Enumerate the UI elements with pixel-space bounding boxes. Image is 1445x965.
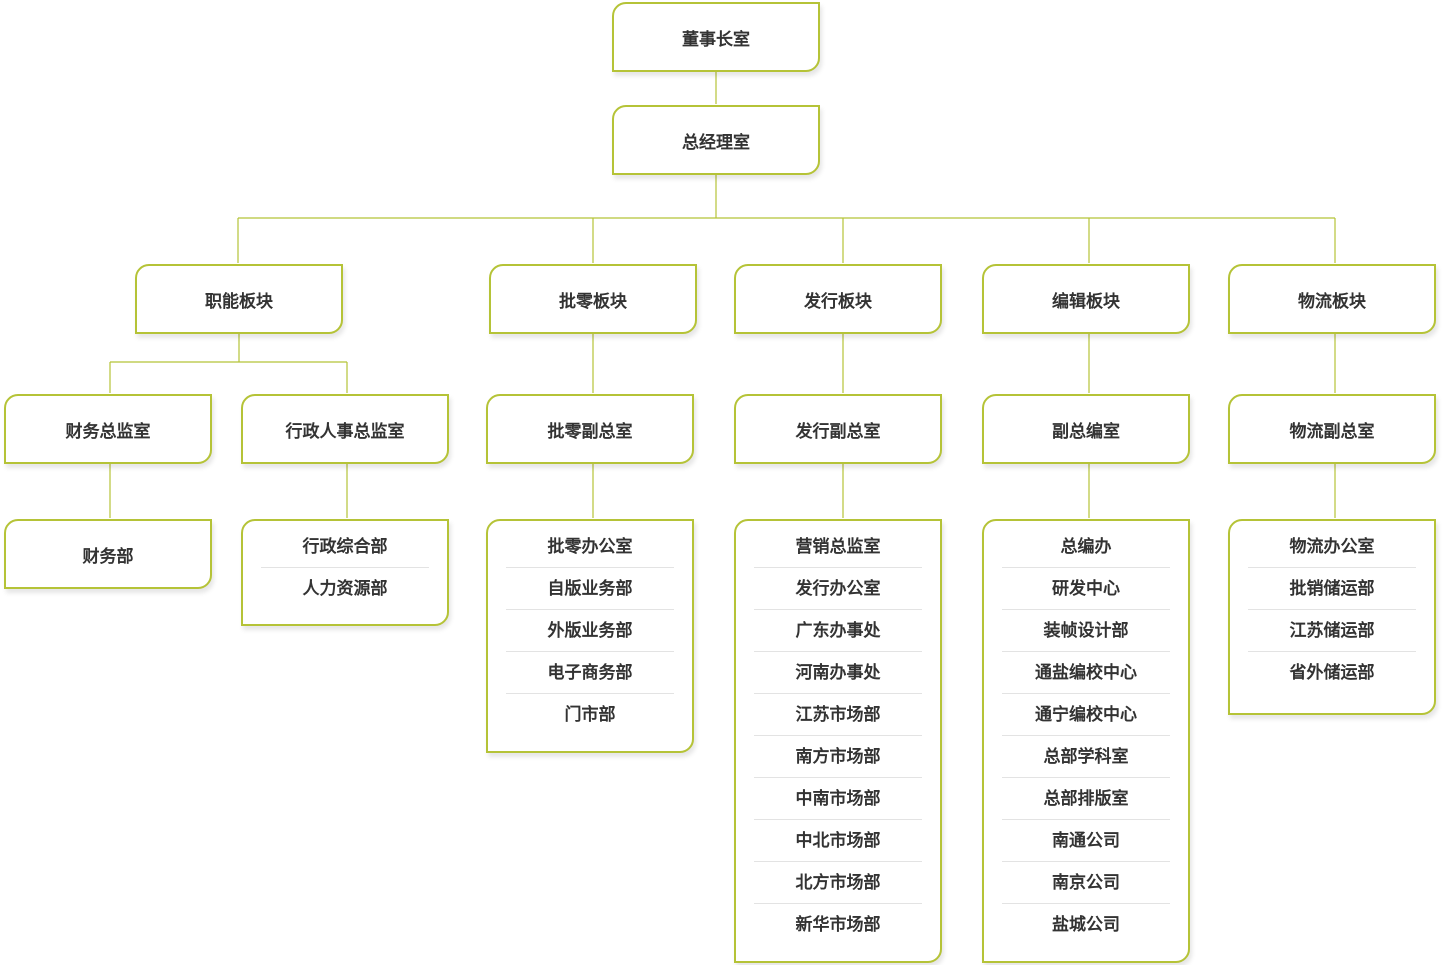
list-item: 江苏市场部 <box>754 694 922 736</box>
list-item: 研发中心 <box>1002 568 1170 610</box>
dept-list-logistics: 物流办公室 批销储运部 江苏储运部 省外储运部 <box>1228 519 1436 715</box>
list-item: 门市部 <box>564 705 616 725</box>
list-item: 省外储运部 <box>1289 663 1375 683</box>
list-item: 通盐编校中心 <box>1002 652 1170 694</box>
list-item: 南方市场部 <box>754 736 922 778</box>
list-item: 电子商务部 <box>506 652 674 694</box>
dept-finance: 财务部 <box>4 519 212 589</box>
list-item: 批销储运部 <box>1248 568 1416 610</box>
list-item: 总部学科室 <box>1002 736 1170 778</box>
node-chairman: 董事长室 <box>612 2 820 72</box>
list-item: 批零办公室 <box>506 526 674 568</box>
division-functional: 职能板块 <box>135 264 343 334</box>
division-logistics: 物流板块 <box>1228 264 1436 334</box>
list-item: 中北市场部 <box>754 820 922 862</box>
division-editorial: 编辑板块 <box>982 264 1190 334</box>
list-item: 外版业务部 <box>506 610 674 652</box>
node-general-manager: 总经理室 <box>612 105 820 175</box>
list-item: 中南市场部 <box>754 778 922 820</box>
dept-list-editorial: 总编办 研发中心 装帧设计部 通盐编校中心 通宁编校中心 总部学科室 总部排版室… <box>982 519 1190 963</box>
list-item: 南通公司 <box>1002 820 1170 862</box>
list-item: 装帧设计部 <box>1002 610 1170 652</box>
dept-list-admin-hr: 行政综合部 人力资源部 <box>241 519 449 626</box>
list-item: 自版业务部 <box>506 568 674 610</box>
list-item: 行政综合部 <box>261 526 429 568</box>
dept-list-distribution: 营销总监室 发行办公室 广东办事处 河南办事处 江苏市场部 南方市场部 中南市场… <box>734 519 942 963</box>
list-item: 广东办事处 <box>754 610 922 652</box>
list-item: 总部排版室 <box>1002 778 1170 820</box>
list-item: 南京公司 <box>1002 862 1170 904</box>
list-item: 发行办公室 <box>754 568 922 610</box>
list-item: 营销总监室 <box>754 526 922 568</box>
division-wholesale-retail: 批零板块 <box>489 264 697 334</box>
division-distribution: 发行板块 <box>734 264 942 334</box>
list-item: 物流办公室 <box>1248 526 1416 568</box>
sub-wholesale-vp: 批零副总室 <box>486 394 694 464</box>
list-item: 河南办事处 <box>754 652 922 694</box>
dept-list-wholesale: 批零办公室 自版业务部 外版业务部 电子商务部 门市部 <box>486 519 694 753</box>
sub-distribution-vp: 发行副总室 <box>734 394 942 464</box>
list-item: 总编办 <box>1002 526 1170 568</box>
sub-logistics-vp: 物流副总室 <box>1228 394 1436 464</box>
list-item: 江苏储运部 <box>1248 610 1416 652</box>
sub-deputy-editor: 副总编室 <box>982 394 1190 464</box>
sub-finance-director: 财务总监室 <box>4 394 212 464</box>
list-item: 盐城公司 <box>1052 915 1120 935</box>
sub-admin-hr-director: 行政人事总监室 <box>241 394 449 464</box>
list-item: 通宁编校中心 <box>1002 694 1170 736</box>
list-item: 人力资源部 <box>302 579 388 599</box>
list-item: 新华市场部 <box>795 915 881 935</box>
list-item: 北方市场部 <box>754 862 922 904</box>
